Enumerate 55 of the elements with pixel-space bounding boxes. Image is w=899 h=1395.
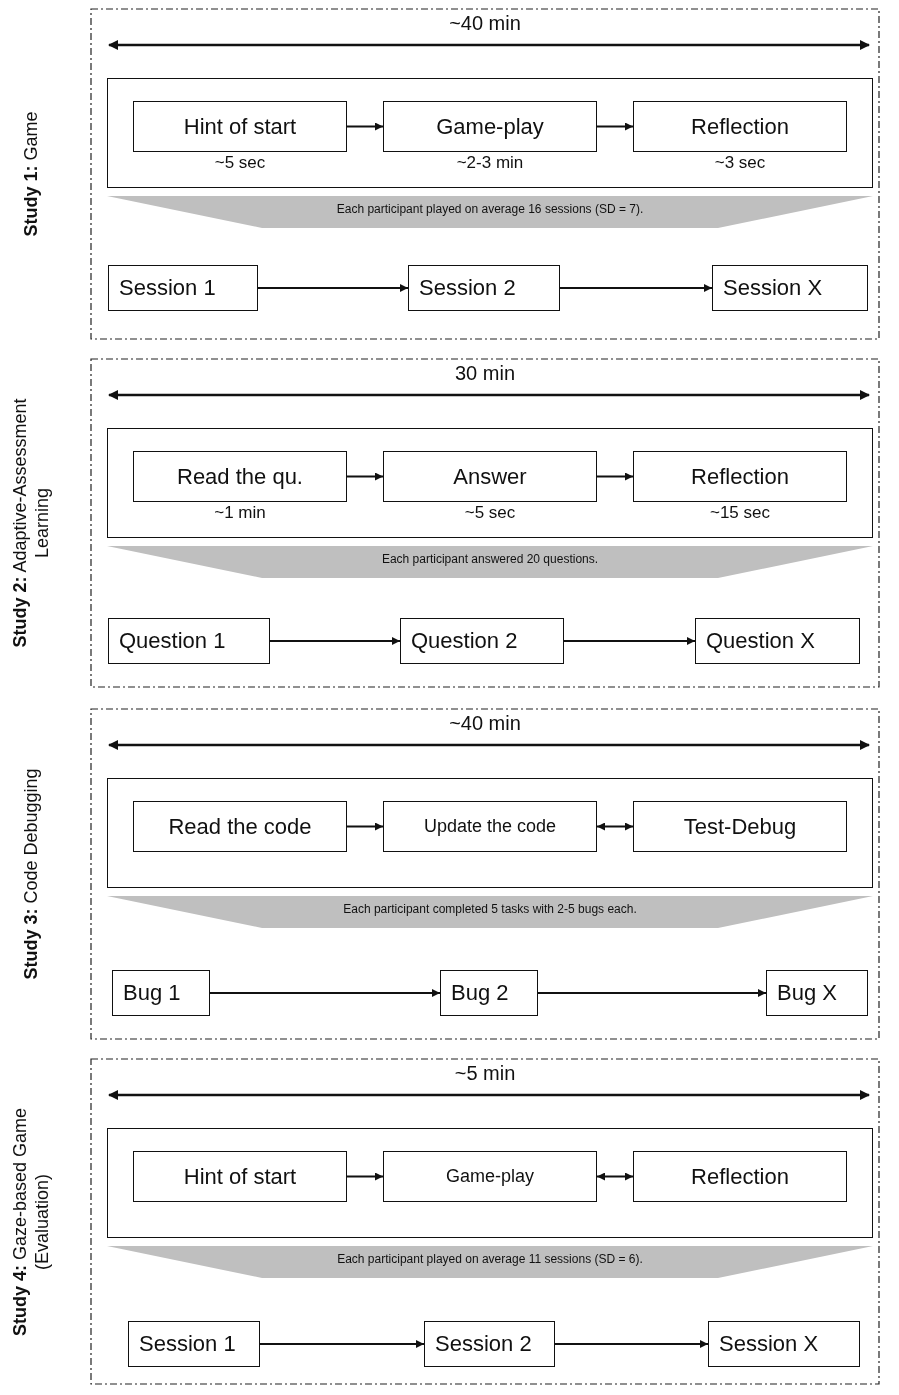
study-title: Study 3: Code Debugging	[21, 767, 43, 982]
session-box: Session 1	[128, 1321, 260, 1367]
duration-label: ~1 min	[214, 503, 266, 523]
session-box: Session 1	[108, 265, 258, 311]
session-box: Question 2	[400, 618, 564, 664]
session-box: Bug 1	[112, 970, 210, 1016]
arrow	[346, 122, 384, 131]
session-box: Bug 2	[440, 970, 538, 1016]
step-box: Game-play	[383, 1151, 597, 1202]
duration-label: ~40 min	[449, 12, 521, 35]
summary-band: Each participant played on average 16 sessions (SD = 7).	[107, 196, 873, 228]
process-frame	[107, 78, 873, 188]
session-box: Session 2	[408, 265, 560, 311]
step-box: Hint of start	[133, 1151, 347, 1202]
arrow	[346, 472, 384, 481]
session-box: Session 2	[424, 1321, 555, 1367]
session-box: Session X	[712, 265, 868, 311]
duration-label: ~15 sec	[710, 503, 770, 523]
arrow	[596, 822, 634, 831]
summary-band: Each participant completed 5 tasks with 2-5 bugs each.	[107, 896, 873, 928]
duration-label: 30 min	[455, 362, 515, 385]
arrow	[269, 637, 401, 645]
step-box: Read the code	[133, 801, 347, 852]
arrow	[554, 1340, 709, 1348]
arrow	[596, 1172, 634, 1181]
session-box: Bug X	[766, 970, 868, 1016]
arrow	[596, 472, 634, 481]
session-box: Question 1	[108, 618, 270, 664]
process-frame	[107, 428, 873, 538]
arrow	[209, 989, 441, 997]
summary-band: Each participant played on average 11 sessions (SD = 6).	[107, 1246, 873, 1278]
duration-label: ~5 sec	[464, 503, 516, 523]
arrow	[537, 989, 767, 997]
arrow	[346, 822, 384, 831]
study-title: Study 1: Game	[21, 110, 43, 239]
duration-label: ~2-3 min	[456, 153, 524, 173]
session-box: Question X	[695, 618, 860, 664]
step-box: Reflection	[633, 1151, 847, 1202]
process-frame	[107, 778, 873, 888]
duration-label: ~5 min	[454, 1062, 516, 1085]
session-box: Session X	[708, 1321, 860, 1367]
step-box: Update the code	[383, 801, 597, 852]
arrow	[257, 284, 409, 292]
process-frame	[107, 1128, 873, 1238]
summary-band: Each participant answered 20 questions.	[107, 546, 873, 578]
step-box: Test-Debug	[633, 801, 847, 852]
arrow	[559, 284, 713, 292]
arrow	[346, 1172, 384, 1181]
arrow	[259, 1340, 425, 1348]
duration-label: ~40 min	[449, 712, 521, 735]
duration-label: ~3 sec	[714, 153, 766, 173]
duration-label: ~5 sec	[214, 153, 266, 173]
arrow	[596, 122, 634, 131]
arrow	[563, 637, 696, 645]
study-title: Study 2: Adaptive-Assessment Learning	[10, 398, 53, 648]
